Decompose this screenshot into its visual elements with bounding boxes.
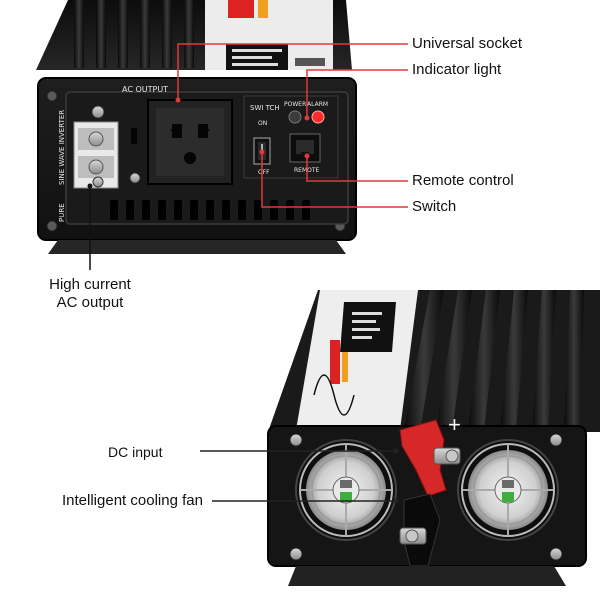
control-group-frame bbox=[243, 95, 339, 179]
ground-screw bbox=[129, 172, 141, 184]
switch-label: SWI TCH bbox=[250, 104, 280, 112]
positive-terminal-mark: + bbox=[448, 412, 461, 437]
off-label: OFF bbox=[258, 169, 270, 176]
top-callout-lines bbox=[177, 43, 408, 208]
cooling-fan-callout: Intelligent cooling fan bbox=[62, 492, 203, 509]
bottom-inverter-fins bbox=[404, 290, 584, 430]
on-label: ON bbox=[258, 120, 267, 127]
sine-wave-inverter-label: SINE WAVE INVERTER bbox=[58, 110, 66, 185]
bottom-inverter: + bbox=[200, 290, 600, 586]
high-current-line-2: AC output bbox=[56, 294, 124, 311]
universal-socket-callout: Universal socket bbox=[412, 35, 523, 52]
cooling-fan-icon bbox=[457, 439, 559, 541]
top-inverter: SINE WAVE INVERTER PURE AC OUTPUT bbox=[36, 0, 408, 270]
top-inverter-sticker bbox=[205, 0, 333, 70]
top-inverter-fins bbox=[74, 0, 194, 68]
dc-input-callout: DC input bbox=[108, 444, 163, 460]
top-base-rail bbox=[48, 240, 346, 254]
cooling-fan-icon bbox=[295, 439, 397, 541]
high-current-terminal bbox=[73, 105, 119, 189]
universal-socket-icon bbox=[147, 99, 233, 185]
remote-control-callout: Remote control bbox=[412, 172, 514, 189]
power-label: POWER bbox=[284, 101, 306, 108]
switch-callout: Switch bbox=[412, 198, 457, 215]
alarm-led-icon bbox=[311, 110, 325, 124]
bottom-base-rail bbox=[288, 566, 566, 586]
pure-label: PURE bbox=[58, 203, 66, 222]
rj45-port-icon bbox=[289, 133, 321, 163]
bottom-inverter-sticker bbox=[296, 290, 418, 430]
dc-terminal-icon bbox=[399, 419, 461, 567]
ac-output-label: AC OUTPUT bbox=[122, 85, 168, 94]
top-vents bbox=[110, 200, 310, 220]
high-current-callout: High current AC output bbox=[42, 276, 138, 312]
high-current-line-1: High current bbox=[49, 276, 131, 293]
power-led-icon bbox=[288, 110, 302, 124]
alarm-label: ALARM bbox=[307, 101, 328, 108]
indicator-light-callout: Indicator light bbox=[412, 61, 502, 78]
